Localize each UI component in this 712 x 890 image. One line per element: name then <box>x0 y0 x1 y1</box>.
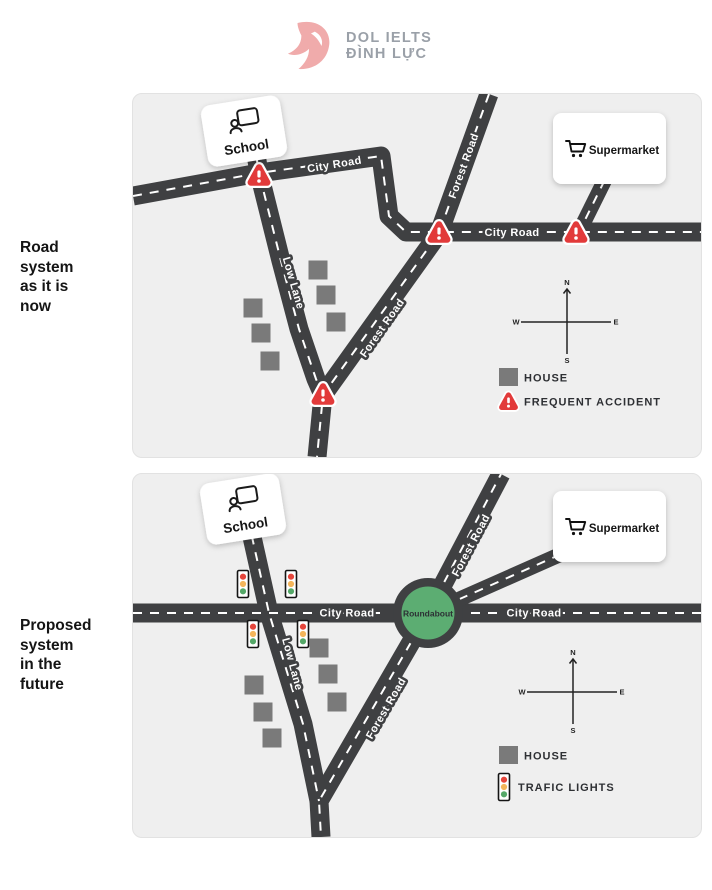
houses-now <box>243 260 346 371</box>
legend-accident-label: FREQUENT ACCIDENT <box>524 397 661 409</box>
school-icon <box>228 485 259 513</box>
compass-n: N <box>570 648 575 657</box>
caption-road-system-now: Road system as it is now <box>20 239 74 315</box>
traffic-light <box>296 619 310 649</box>
logo-line2: ĐÌNH LỰC <box>346 46 428 62</box>
logo-text: DOL IELTS ĐÌNH LỰC <box>346 30 432 62</box>
house <box>308 260 328 280</box>
legend-house-label: HOUSE <box>524 373 568 385</box>
compass-now: N S W E <box>512 278 618 365</box>
houses-future <box>244 638 347 748</box>
city-road-label-2: City Road <box>485 227 540 239</box>
school-label: School <box>223 136 270 158</box>
map-future: Roundabout City Road City Road Forest Ro… <box>132 473 702 838</box>
caption-proposed-system: Proposed system in the future <box>20 617 92 693</box>
school-card: School <box>200 474 286 545</box>
legend-house-swatch <box>499 746 518 764</box>
accident-marker <box>431 225 447 240</box>
accident-marker <box>315 387 331 402</box>
supermarket-card: Supermarket <box>553 113 666 184</box>
legend-now: HOUSE FREQUENT ACCIDENT <box>499 368 661 409</box>
supermarket-card: Supermarket <box>553 491 666 562</box>
traffic-light <box>246 619 260 649</box>
legend-future: HOUSE TRAFIC LIGHTS <box>497 746 615 802</box>
house <box>253 702 273 722</box>
cart-icon <box>565 140 587 158</box>
house <box>243 298 263 318</box>
traffic-light <box>236 569 250 599</box>
house <box>316 285 336 305</box>
school-card: School <box>201 95 287 167</box>
legend-house-label: HOUSE <box>524 751 568 763</box>
cart-icon <box>565 518 587 536</box>
house <box>260 351 280 371</box>
compass-w: W <box>518 688 526 697</box>
house <box>326 312 346 332</box>
accident-markers <box>251 168 584 402</box>
logo-line1: DOL IELTS <box>346 30 433 46</box>
compass-e: E <box>613 318 618 327</box>
city-road-label-1: City Road <box>320 608 375 620</box>
compass-n: N <box>564 278 569 287</box>
traffic-light <box>284 569 298 599</box>
compass-e: E <box>619 688 624 697</box>
map-now-svg: City Road City Road Forest Road Forest R… <box>133 94 701 457</box>
house <box>318 664 338 684</box>
house <box>251 323 271 343</box>
map-now: City Road City Road Forest Road Forest R… <box>132 93 702 458</box>
house <box>327 692 347 712</box>
house <box>309 638 329 658</box>
legend-accident-icon <box>502 395 515 408</box>
house <box>244 675 264 695</box>
legend-traffic-light-icon <box>497 772 511 802</box>
roundabout-label: Roundabout <box>403 609 453 619</box>
low-lane <box>238 516 329 803</box>
compass-s: S <box>564 356 569 365</box>
roundabout: Roundabout <box>393 578 463 648</box>
dol-logo-icon <box>287 21 330 70</box>
map-future-svg: Roundabout City Road City Road Forest Ro… <box>133 474 701 837</box>
house <box>262 728 282 748</box>
compass-w: W <box>512 318 520 327</box>
accident-marker <box>568 225 584 240</box>
school-icon <box>229 107 260 135</box>
compass-future: N S W E <box>518 648 624 735</box>
header-logo: DOL IELTS ĐÌNH LỰC <box>286 20 432 72</box>
legend-traffic-lights-label: TRAFIC LIGHTS <box>518 782 615 794</box>
city-road-label-2: City Road <box>507 608 562 620</box>
compass-s: S <box>570 726 575 735</box>
supermarket-label: Supermarket <box>589 523 659 535</box>
accident-marker <box>251 168 267 183</box>
school-label: School <box>222 514 269 536</box>
legend-house-swatch <box>499 368 518 386</box>
supermarket-label: Supermarket <box>589 145 659 157</box>
